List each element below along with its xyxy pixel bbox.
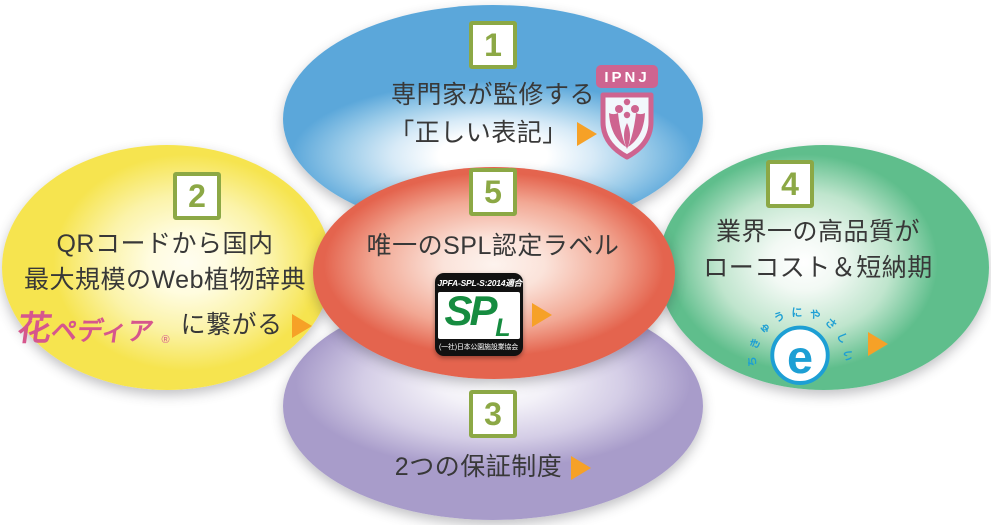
section-4-line2: ローコスト＆短納期 — [703, 254, 933, 282]
number-badge-4: 4 — [766, 160, 814, 208]
spl-l-letter: L — [495, 314, 511, 339]
ipnj-logo: IPNJ — [596, 65, 658, 160]
section-2-line3: に繋がる — [180, 311, 283, 339]
arrow-right-icon — [576, 121, 597, 146]
petal-left-yellow — [2, 145, 332, 390]
spl-label-mark: SP L — [437, 292, 520, 339]
section-5-line1: 唯一のSPL認定ラベル — [366, 232, 620, 260]
section-4-line1: 業界一の高品質が — [715, 218, 920, 246]
arrow-right-icon — [531, 302, 552, 327]
section-4-quality-cost: 4 業界一の高品質が ローコスト＆短納期 e ちきゅうにやさしい — [668, 160, 968, 396]
section-2-hanapedia: 2 QRコードから国内 最大規模のWeb植物辞典 花ペディア ® に繋がる — [15, 172, 315, 350]
arrow-right-icon — [571, 455, 592, 480]
number-badge-1: 1 — [469, 21, 517, 69]
section-1-line1: 専門家が監修する — [390, 81, 595, 109]
spl-label-standard-text: JPFA-SPL-S:2014適合 — [437, 278, 523, 288]
section-3-line1: 2つの保証制度 — [394, 453, 563, 481]
spl-sp-letters: SP — [444, 292, 498, 334]
section-2-line1: QRコードから国内 — [56, 230, 274, 258]
section-1-line2: 「正しい表記」 — [389, 119, 568, 147]
eco-e-glyph: e — [787, 331, 813, 383]
hanapedia-brand-logo: 花ペディア — [15, 310, 156, 348]
arrow-right-icon — [868, 332, 888, 356]
spl-certification-label: JPFA-SPL-S:2014適合 SP L (一社)日本公園施設業協会 — [434, 273, 523, 356]
section-2-line2: 最大規模のWeb植物辞典 — [24, 266, 306, 294]
eco-friendly-logo: e ちきゅうにやさしい — [748, 306, 847, 385]
spl-label-association-text: (一社)日本公園施設業協会 — [438, 344, 519, 351]
number-badge-2: 2 — [173, 172, 221, 220]
registered-mark-icon: ® — [161, 334, 170, 346]
ipnj-logo-text: IPNJ — [604, 69, 649, 86]
ipnj-tulip-icon — [609, 98, 645, 149]
section-1-link-row[interactable]: 「正しい表記」 — [389, 118, 597, 149]
number-badge-5: 5 — [469, 168, 517, 216]
section-5-spl-label: 5 唯一のSPL認定ラベル JPFA-SPL-S:2014適合 SP L (一社… — [343, 168, 643, 356]
section-3-guarantees: 3 2つの保証制度 — [343, 390, 643, 483]
number-badge-3: 3 — [469, 390, 517, 438]
section-4-link-row[interactable]: e ちきゅうにやさしい — [748, 292, 888, 396]
section-1-correct-labeling: 1 専門家が監修する 「正しい表記」 — [333, 21, 653, 149]
section-2-link-row[interactable]: 花ペディア ® に繋がる — [15, 301, 312, 350]
arrow-right-icon — [291, 313, 312, 338]
section-3-link-row[interactable]: 2つの保証制度 — [394, 452, 592, 483]
section-5-link-row[interactable]: JPFA-SPL-S:2014適合 SP L (一社)日本公園施設業協会 — [434, 273, 552, 356]
